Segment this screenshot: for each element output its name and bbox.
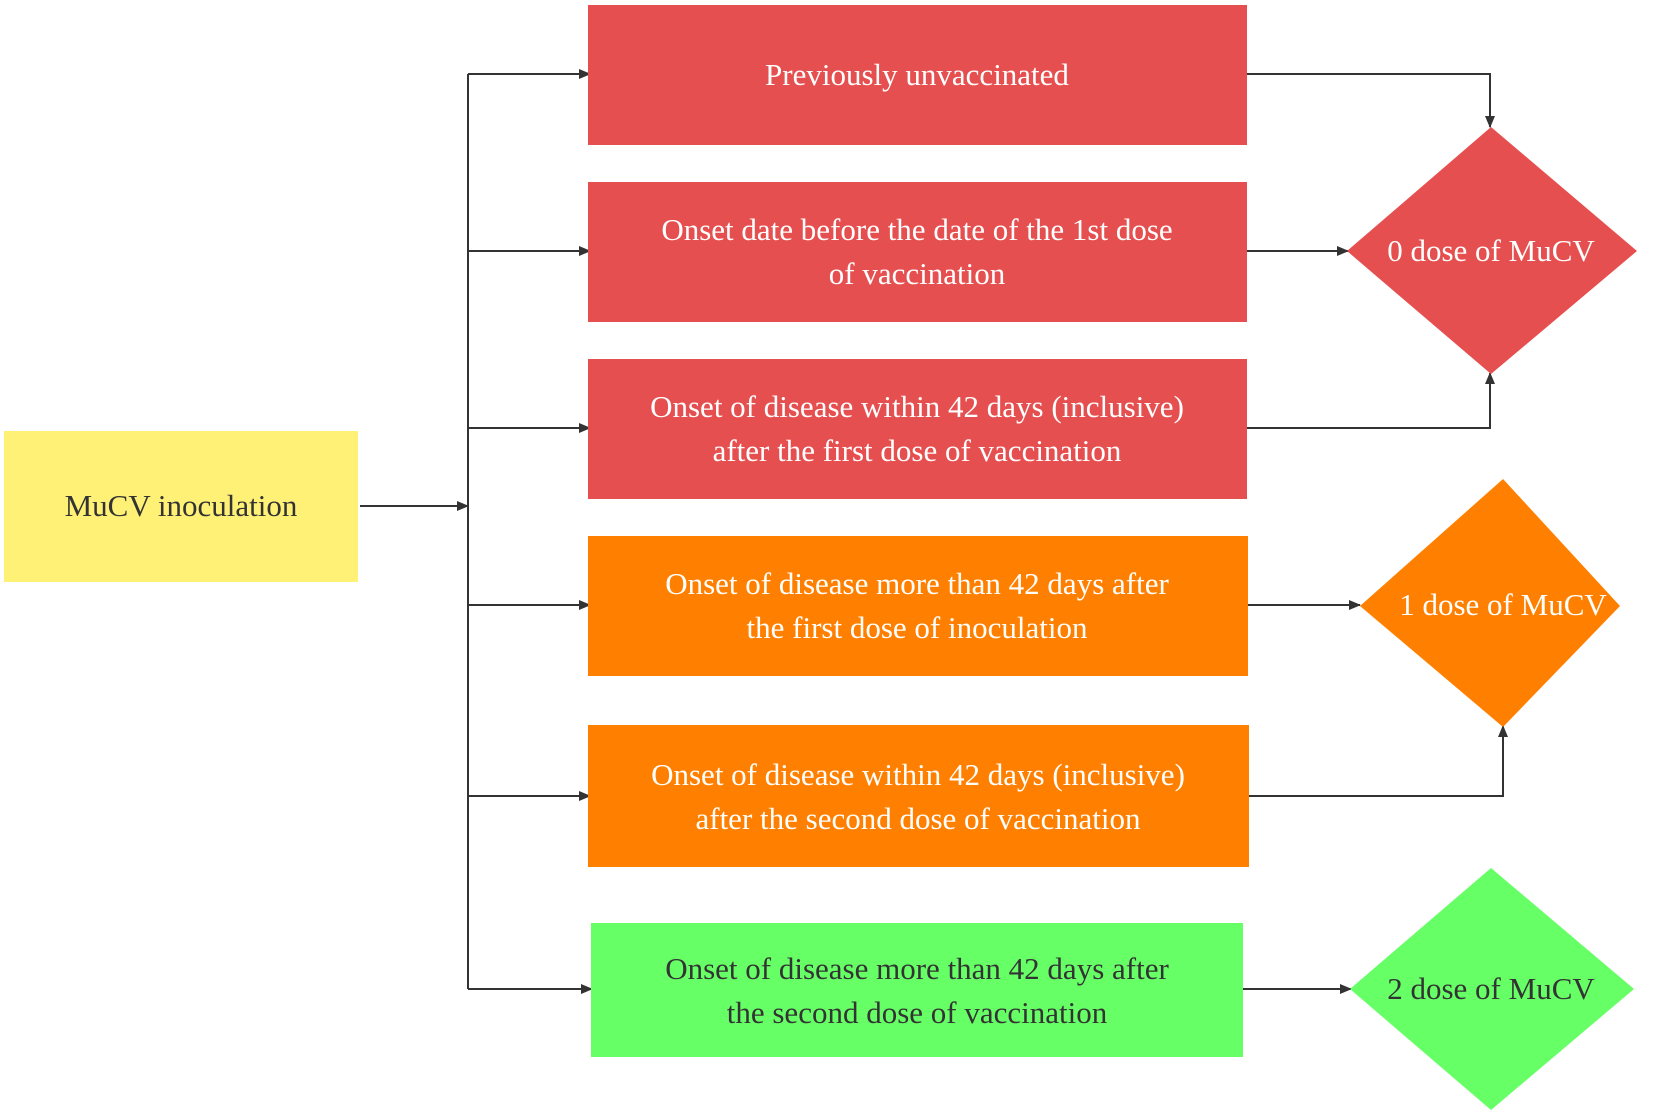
condition-box-1-line-1: Previously unvaccinated <box>765 57 1069 92</box>
start-node-label: MuCV inoculation <box>65 488 298 523</box>
condition-box-2-line-2: of vaccination <box>829 256 1006 291</box>
condition-box-2-line-1: Onset date before the date of the 1st do… <box>661 212 1172 247</box>
edge-condition-5-to-one-dose <box>1248 725 1508 797</box>
edge-condition-3-to-zero-dose <box>1246 372 1495 429</box>
outcome-one-dose-label: 1 dose of MuCV <box>1399 587 1607 622</box>
condition-box-4: Onset of disease more than 42 days after… <box>588 536 1248 676</box>
outcome-two-dose-label: 2 dose of MuCV <box>1387 971 1595 1006</box>
edge-condition-1-to-zero-dose <box>1246 73 1495 128</box>
condition-box-6-shape <box>591 923 1243 1057</box>
outcome-two-dose: 2 dose of MuCV <box>1350 868 1634 1110</box>
condition-box-4-shape <box>588 536 1248 676</box>
condition-box-1: Previously unvaccinated <box>588 5 1247 145</box>
condition-box-3-line-1: Onset of disease within 42 days (inclusi… <box>650 389 1184 424</box>
condition-box-3-shape <box>588 359 1247 499</box>
condition-box-4-line-2: the first dose of inoculation <box>747 610 1088 645</box>
condition-box-5: Onset of disease within 42 days (inclusi… <box>588 725 1249 867</box>
outcome-one-dose-diamond <box>1360 479 1620 727</box>
condition-box-6: Onset of disease more than 42 days after… <box>591 923 1243 1057</box>
condition-box-6-line-1: Onset of disease more than 42 days after <box>665 951 1169 986</box>
condition-box-3-line-2: after the first dose of vaccination <box>713 433 1122 468</box>
outcome-zero-dose-diamond <box>1347 127 1637 374</box>
outcome-two-dose-diamond <box>1350 868 1634 1110</box>
condition-box-5-line-1: Onset of disease within 42 days (inclusi… <box>651 757 1185 792</box>
condition-box-3: Onset of disease within 42 days (inclusi… <box>588 359 1247 499</box>
condition-box-4-line-1: Onset of disease more than 42 days after <box>665 566 1169 601</box>
condition-box-2-shape <box>588 182 1247 322</box>
condition-box-6-line-2: the second dose of vaccination <box>727 995 1108 1030</box>
condition-box-2: Onset date before the date of the 1st do… <box>588 182 1247 322</box>
connectors <box>360 69 1508 994</box>
start-node: MuCV inoculation <box>4 431 358 582</box>
condition-box-1-shape <box>588 5 1247 145</box>
outcome-one-dose: 1 dose of MuCV <box>1360 479 1620 727</box>
start-node-box <box>4 431 358 582</box>
condition-box-5-shape <box>588 725 1249 867</box>
outcome-zero-dose-label: 0 dose of MuCV <box>1387 233 1595 268</box>
condition-box-5-line-2: after the second dose of vaccination <box>695 801 1141 836</box>
outcome-zero-dose: 0 dose of MuCV <box>1347 127 1637 374</box>
